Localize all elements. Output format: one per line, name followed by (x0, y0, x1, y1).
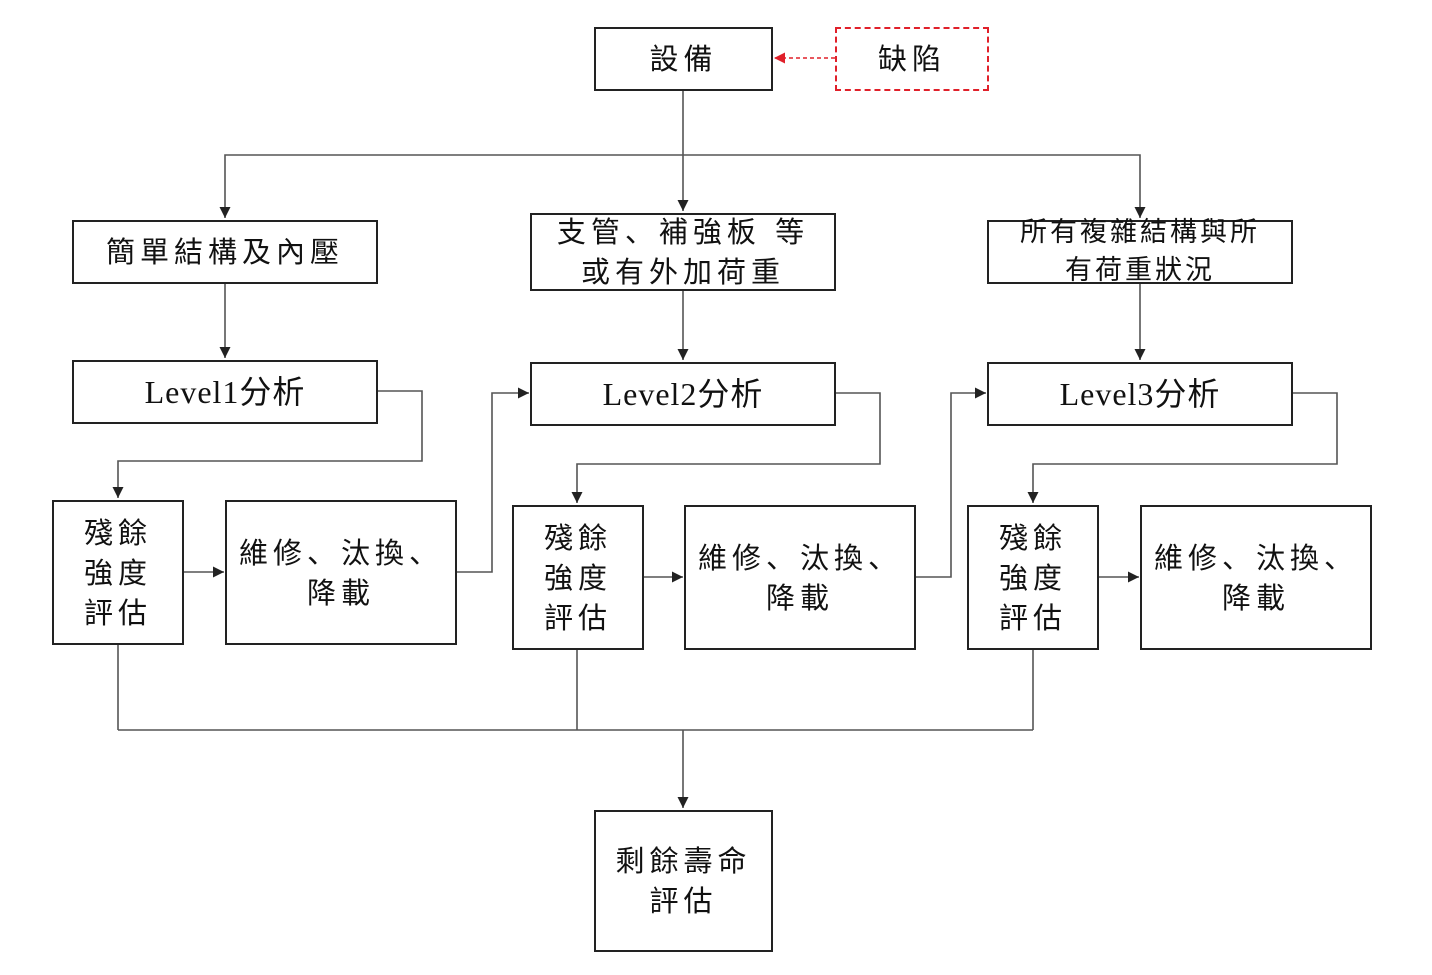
level3-box: Level3分析 (987, 362, 1293, 426)
assessment3-line2: 強度 (998, 560, 1067, 595)
assessment2-line3: 評估 (543, 600, 612, 635)
repair2-line1: 維修、汰換、 (697, 540, 902, 575)
repair1-line2: 降載 (306, 575, 375, 610)
repair1-line1: 維修、汰換、 (238, 535, 443, 570)
assessment1-box: 殘餘 強度 評估 (52, 500, 184, 645)
assessment3-line1: 殘餘 (998, 520, 1067, 555)
assessment1-line2: 強度 (83, 555, 152, 590)
remaining-life-line2: 評估 (649, 884, 718, 918)
arrow-repair2-to-level3 (916, 387, 986, 578)
repair3-line1: 維修、汰換、 (1153, 540, 1358, 575)
remaining-life-line1: 剩餘壽命 (615, 844, 752, 878)
assessment1-line1: 殘餘 (83, 515, 152, 550)
arrow-repair1-to-level2 (457, 387, 529, 573)
equipment-label: 設備 (649, 42, 718, 76)
assessment2-line2: 強度 (543, 560, 612, 595)
branch3-line2: 有荷重狀況 (1065, 255, 1215, 286)
defect-box: 缺陷 (835, 27, 989, 91)
level1-label: Level1分析 (144, 374, 306, 410)
branch1-label: 簡單結構及內壓 (105, 235, 344, 269)
arrow-to-branch1 (219, 154, 683, 218)
level3-label: Level3分析 (1059, 376, 1221, 412)
repair2-box: 維修、汰換、 降載 (684, 505, 916, 650)
assessment3-box: 殘餘 強度 評估 (967, 505, 1099, 650)
branch3-box: 所有複雜結構與所 有荷重狀況 (987, 217, 1293, 286)
branch2-box: 支管、補強板 等 或有外加荷重 (530, 213, 836, 291)
level2-label: Level2分析 (602, 376, 764, 412)
assessment1-line3: 評估 (83, 595, 152, 630)
assessment2-line1: 殘餘 (543, 520, 612, 555)
equipment-box: 設備 (594, 27, 773, 91)
repair1-box: 維修、汰換、 降載 (225, 500, 457, 645)
repair2-line2: 降載 (765, 580, 834, 615)
repair3-line2: 降載 (1221, 580, 1290, 615)
arrow-level3-to-assess3 (1027, 392, 1338, 503)
level1-box: Level1分析 (72, 360, 378, 424)
level2-box: Level2分析 (530, 362, 836, 426)
branch2-line1: 支管、補強板 等 (556, 215, 810, 249)
branch1-box: 簡單結構及內壓 (72, 220, 378, 284)
remaining-life-box: 剩餘壽命 評估 (594, 810, 773, 952)
branch2-line2: 或有外加荷重 (580, 255, 785, 289)
repair3-box: 維修、汰換、 降載 (1140, 505, 1372, 650)
arrow-level1-to-assess1 (112, 390, 423, 498)
assessment3-line3: 評估 (998, 600, 1067, 635)
branch3-line1: 所有複雜結構與所 (1020, 217, 1260, 248)
arrow-level2-to-assess2 (571, 392, 881, 503)
arrow-to-branch3 (683, 154, 1146, 218)
assessment2-box: 殘餘 強度 評估 (512, 505, 644, 650)
defect-label: 缺陷 (877, 42, 946, 76)
